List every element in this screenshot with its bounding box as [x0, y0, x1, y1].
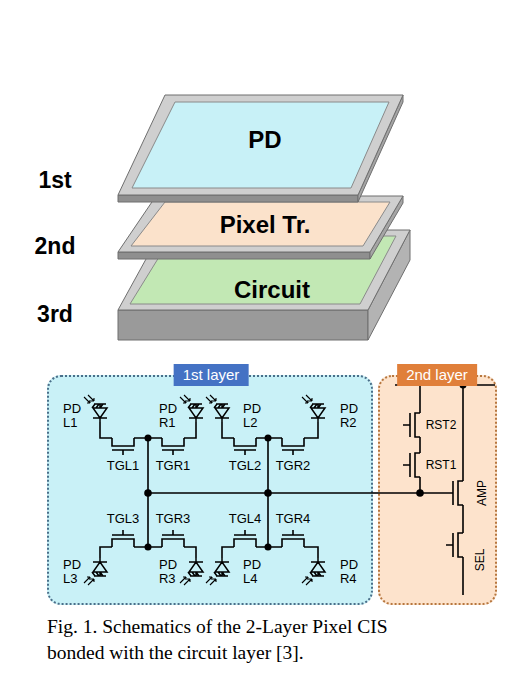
- layer-number: 2nd: [35, 234, 76, 258]
- transistor-label: TGR3: [156, 512, 191, 526]
- transistor-label: TGL1: [107, 459, 140, 473]
- figure-caption: Fig. 1. Schematics of the 2-Layer Pixel …: [47, 614, 447, 667]
- layer-name: PD: [248, 126, 281, 154]
- layer-name: Circuit: [234, 276, 310, 304]
- photodiode-label: PD R1: [159, 402, 177, 429]
- transistor-label: TGL4: [229, 512, 262, 526]
- transistor-label: TGL3: [107, 512, 140, 526]
- layer-number: 3rd: [37, 302, 73, 326]
- transistor-label: AMP: [476, 480, 489, 506]
- region-tag: 1st layer: [174, 364, 249, 386]
- layer-plate: Pixel Tr.: [118, 196, 403, 260]
- photodiode-symbols: [84, 395, 325, 585]
- layer-number: 1st: [38, 168, 71, 192]
- layer-name: Pixel Tr.: [220, 211, 311, 239]
- transistor-label: TGR4: [276, 512, 311, 526]
- wires: [100, 385, 495, 595]
- photodiode-label: PD L3: [63, 558, 81, 585]
- transistor-label: RST2: [426, 419, 457, 432]
- layer-plate: PD: [118, 95, 403, 203]
- photodiode-label: PD R2: [340, 402, 358, 429]
- photodiode-label: PD L2: [243, 402, 261, 429]
- transistor-label: RST1: [426, 459, 457, 472]
- photodiode-label: PD L1: [63, 402, 81, 429]
- junction-dots: [144, 382, 466, 551]
- transistor-label: TGL2: [229, 459, 262, 473]
- photodiode-label: PD L4: [243, 558, 261, 585]
- photodiode-label: PD R3: [159, 558, 177, 585]
- transistor-label: SEL: [474, 549, 487, 572]
- transistor-label: TGR2: [276, 459, 311, 473]
- photodiode-label: PD R4: [340, 558, 358, 585]
- transistor-label: TGR1: [156, 459, 191, 473]
- pixel-transistor-symbols: [403, 413, 463, 557]
- region-tag: 2nd layer: [397, 364, 477, 386]
- transfer-gate-symbols: [112, 438, 304, 547]
